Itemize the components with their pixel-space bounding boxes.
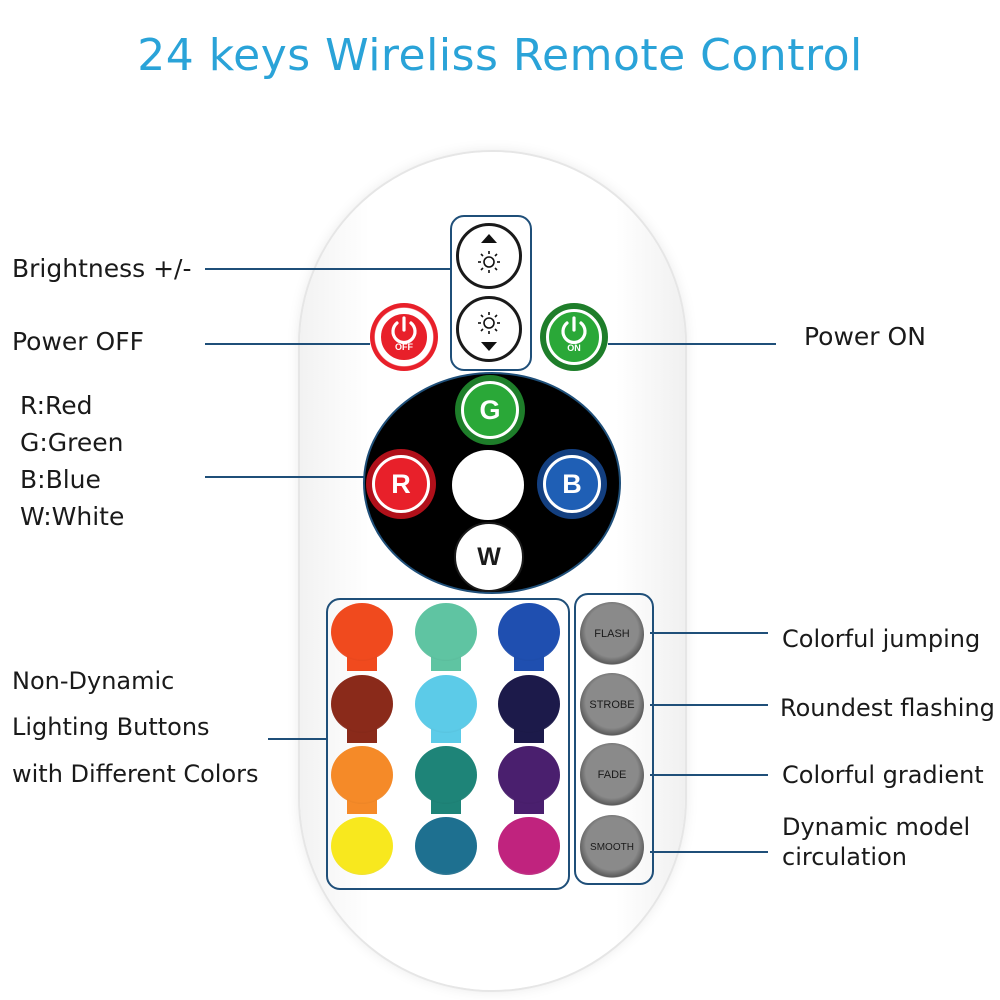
flash-label: Colorful jumping	[782, 625, 981, 653]
on-button-label: ON	[567, 343, 581, 353]
rgbw-label-red: R:Red	[20, 391, 93, 420]
sun-down-icon	[478, 312, 500, 351]
brightness-down-button[interactable]	[456, 296, 522, 362]
color-buttons-group	[326, 598, 570, 890]
color-swatch-button[interactable]	[331, 817, 393, 875]
fade-button[interactable]: FADE	[580, 743, 644, 807]
color-swatch-button[interactable]	[498, 746, 560, 804]
flash-pointer	[650, 632, 768, 634]
color-swatch-button[interactable]	[331, 603, 393, 661]
mode-buttons-group	[574, 593, 654, 885]
brightness-up-button[interactable]	[456, 223, 522, 289]
power-icon	[391, 316, 417, 345]
static-colors-label-2: Lighting Buttons	[12, 713, 210, 741]
color-swatch-button[interactable]	[415, 746, 477, 804]
color-swatch-button[interactable]	[331, 675, 393, 733]
center-button[interactable]	[452, 450, 524, 520]
green-button-label: G	[479, 394, 501, 425]
red-button-label: R	[391, 468, 411, 499]
strobe-button[interactable]: STROBE	[580, 673, 644, 737]
smooth-pointer	[650, 851, 768, 853]
color-swatch-button[interactable]	[331, 746, 393, 804]
rgbw-pointer	[205, 476, 365, 478]
brightness-label: Brightness +/-	[12, 254, 192, 283]
red-button[interactable]: R	[366, 449, 436, 519]
strobe-label: Roundest flashing	[780, 694, 995, 722]
sun-up-icon	[478, 234, 500, 273]
smooth-button-label: SMOOTH	[590, 841, 634, 853]
rgbw-label-blue: B:Blue	[20, 465, 101, 494]
flash-button-label: FLASH	[594, 628, 630, 640]
color-swatch-button[interactable]	[415, 817, 477, 875]
rgbw-label-green: G:Green	[20, 428, 124, 457]
flash-button[interactable]: FLASH	[580, 602, 644, 666]
color-swatch-button[interactable]	[415, 675, 477, 733]
smooth-label-2: circulation	[782, 843, 907, 871]
color-swatch-button[interactable]	[415, 603, 477, 661]
power-on-label: Power ON	[804, 322, 926, 351]
smooth-label-1: Dynamic model	[782, 813, 971, 841]
brightness-pointer	[205, 268, 450, 270]
color-swatch-button[interactable]	[498, 817, 560, 875]
brightness-group	[450, 215, 532, 371]
page-title: 24 keys Wireliss Remote Control	[137, 30, 863, 81]
white-button-label: W	[477, 542, 501, 571]
power-off-label: Power OFF	[12, 327, 144, 356]
color-swatch-button[interactable]	[498, 675, 560, 733]
white-button[interactable]: W	[454, 522, 524, 592]
fade-pointer	[650, 774, 768, 776]
off-button-label: OFF	[395, 342, 413, 352]
fade-label: Colorful gradient	[782, 761, 984, 789]
power-off-button[interactable]: OFF	[370, 303, 438, 371]
power-off-pointer	[205, 343, 370, 345]
blue-button-label: B	[562, 468, 582, 499]
power-on-pointer	[608, 343, 776, 345]
fade-button-label: FADE	[597, 769, 627, 781]
static-colors-label-1: Non-Dynamic	[12, 667, 175, 695]
strobe-button-label: STROBE	[589, 699, 635, 711]
power-on-button[interactable]: ON	[540, 303, 608, 371]
static-colors-label-3: with Different Colors	[12, 760, 259, 788]
static-colors-pointer	[268, 738, 326, 740]
smooth-button[interactable]: SMOOTH	[580, 815, 644, 879]
rgbw-label-white: W:White	[20, 502, 125, 531]
green-button[interactable]: G	[455, 375, 525, 445]
strobe-pointer	[650, 704, 768, 706]
blue-button[interactable]: B	[537, 449, 607, 519]
color-swatch-button[interactable]	[498, 603, 560, 661]
power-icon	[561, 316, 587, 345]
